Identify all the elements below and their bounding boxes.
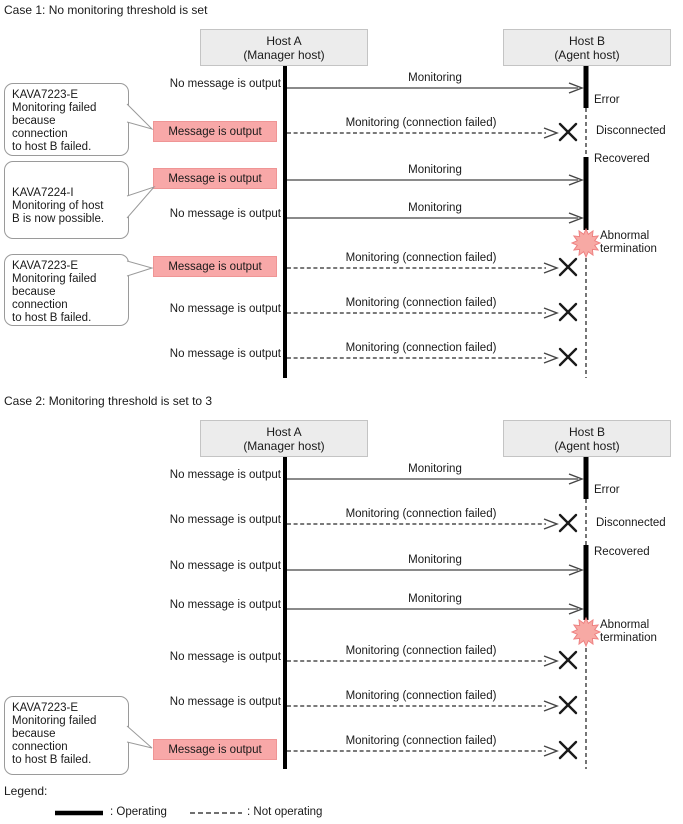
case1-row7-left-label: No message is output: [169, 348, 281, 360]
callout-text: KAVA7223-E Monitoring failed because con…: [12, 260, 97, 324]
case1-row5-arrow-label: Monitoring (connection failed): [345, 252, 497, 264]
abnormal-termination-burst-icon: [571, 228, 601, 258]
connection-failed-x-icon: [558, 650, 578, 670]
case2-row5-arrow-label: Monitoring (connection failed): [345, 645, 497, 657]
case2-row7-arrow-label: Monitoring (connection failed): [345, 735, 497, 747]
abnormal-termination-burst-icon: [571, 617, 601, 647]
connection-failed-x-icon: [558, 695, 578, 715]
callout-text: KAVA7223-E Monitoring failed because con…: [12, 89, 97, 153]
legend-title: Legend:: [4, 784, 48, 798]
case2-row4-arrow-label: Monitoring: [408, 593, 462, 605]
case1-row2-message-output-badge: Message is output: [153, 121, 277, 142]
callout-tail: [126, 725, 153, 749]
case1-callout-kava7223e-2: KAVA7223-E Monitoring failed because con…: [4, 254, 129, 326]
case2-marker-error: Error: [594, 484, 620, 496]
case2-marker-recovered: Recovered: [594, 546, 650, 558]
connection-failed-x-icon: [558, 257, 578, 277]
case2-row6-left-label: No message is output: [169, 696, 281, 708]
connection-failed-x-icon: [558, 122, 578, 142]
case1-marker-error: Error: [594, 94, 620, 106]
case1-row5-message-output-badge: Message is output: [153, 256, 277, 277]
case1-marker-recovered: Recovered: [594, 153, 650, 165]
case1-row3-arrow-label: Monitoring: [408, 164, 462, 176]
case1-row6-left-label: No message is output: [169, 303, 281, 315]
case2-marker-abnormal-termination: Abnormal termination: [600, 619, 657, 644]
case2-host-b-name: Host B: [568, 424, 605, 439]
callout-tail: [126, 185, 156, 219]
case1-title: Case 1: No monitoring threshold is set: [4, 3, 208, 17]
case2-host-a-role: (Manager host): [243, 438, 325, 453]
case2-row3-arrow-label: Monitoring: [408, 554, 462, 566]
callout-text: KAVA7223-E Monitoring failed because con…: [12, 702, 97, 766]
case1-callout-kava7224i: KAVA7224-I Monitoring of host B is now p…: [4, 161, 129, 239]
connection-failed-x-icon: [558, 302, 578, 322]
case2-host-b-box: Host B (Agent host): [503, 420, 671, 457]
case1-host-b-name: Host B: [568, 33, 605, 48]
case1-host-a-box: Host A (Manager host): [200, 29, 368, 66]
legend-operating-label: : Operating: [110, 806, 167, 818]
callout-tail: [126, 103, 154, 130]
case2-row3-left-label: No message is output: [169, 560, 281, 572]
case1-host-a-name: Host A: [266, 33, 302, 48]
case1-host-a-role: (Manager host): [243, 47, 325, 62]
case2-row7-message-output-badge: Message is output: [153, 739, 277, 760]
case1-host-b-role: (Agent host): [554, 47, 620, 62]
case2-host-a-box: Host A (Manager host): [200, 420, 368, 457]
case1-row4-arrow-label: Monitoring: [408, 202, 462, 214]
case1-row3-message-output-badge: Message is output: [153, 168, 277, 189]
connection-failed-x-icon: [558, 740, 578, 760]
case2-host-a-name: Host A: [266, 424, 302, 439]
case2-row6-arrow-label: Monitoring (connection failed): [345, 690, 497, 702]
case2-row1-arrow-label: Monitoring: [408, 463, 462, 475]
case2-marker-disconnected: Disconnected: [596, 517, 666, 529]
case1-marker-abnormal-termination: Abnormal termination: [600, 230, 657, 255]
case2-row5-left-label: No message is output: [169, 651, 281, 663]
case2-title: Case 2: Monitoring threshold is set to 3: [4, 394, 213, 408]
case1-row1-left-label: No message is output: [169, 78, 281, 90]
connection-failed-x-icon: [558, 513, 578, 533]
case2-row4-left-label: No message is output: [169, 599, 281, 611]
case1-row1-arrow-label: Monitoring: [408, 72, 462, 84]
case1-callout-kava7223e-1: KAVA7223-E Monitoring failed because con…: [4, 83, 129, 156]
callout-text: KAVA7224-I Monitoring of host B is now p…: [12, 187, 105, 225]
case1-host-b-box: Host B (Agent host): [503, 29, 671, 66]
case1-row6-arrow-label: Monitoring (connection failed): [345, 297, 497, 309]
legend-not-operating-label: : Not operating: [247, 806, 323, 818]
case2-host-b-role: (Agent host): [554, 438, 620, 453]
case1-row4-left-label: No message is output: [169, 208, 281, 220]
case2-row2-left-label: No message is output: [169, 514, 281, 526]
callout-tail: [126, 260, 154, 277]
case2-row1-left-label: No message is output: [169, 469, 281, 481]
case2-row2-arrow-label: Monitoring (connection failed): [345, 508, 497, 520]
case1-row2-arrow-label: Monitoring (connection failed): [345, 117, 497, 129]
case1-row7-arrow-label: Monitoring (connection failed): [345, 342, 497, 354]
connection-failed-x-icon: [558, 347, 578, 367]
case2-callout-kava7223e: KAVA7223-E Monitoring failed because con…: [4, 696, 129, 775]
case1-marker-disconnected: Disconnected: [596, 125, 666, 137]
